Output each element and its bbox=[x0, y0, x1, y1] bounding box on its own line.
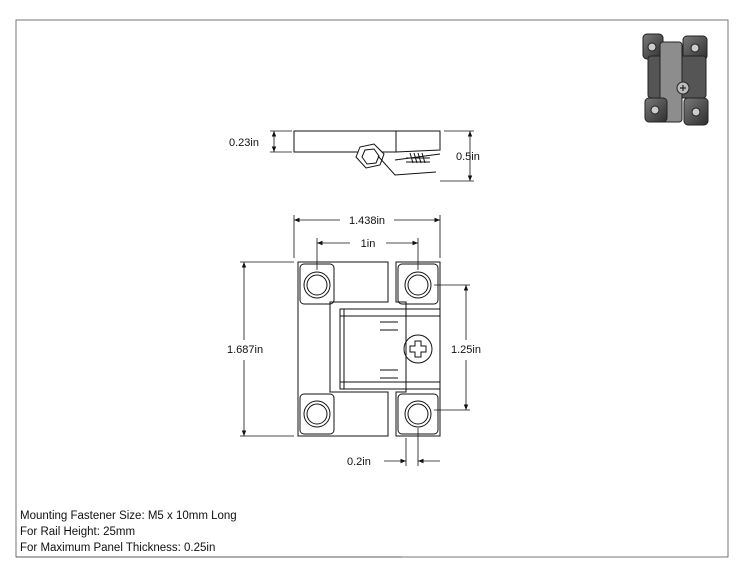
note-panel-thickness: For Maximum Panel Thickness: 0.25in bbox=[20, 542, 216, 554]
side-view bbox=[293, 130, 441, 176]
dim-hole-spacing-y: 1.25in bbox=[451, 344, 481, 356]
dim-overall-height: 1.687in bbox=[227, 344, 263, 356]
dim-thickness: 0.23in bbox=[229, 137, 259, 149]
notes-block: Mounting Fastener Size: M5 x 10mm Long F… bbox=[20, 508, 237, 556]
dim-hole-spacing-x: 1in bbox=[361, 238, 376, 250]
dim-height-side: 0.5in bbox=[456, 151, 480, 163]
dimension-labels: 0.23in 0.5in 1.438in 1in 1.687in 1.25in … bbox=[227, 137, 481, 468]
dim-hole-offset: 0.2in bbox=[347, 456, 371, 468]
dim-overall-width: 1.438in bbox=[349, 215, 385, 227]
front-view bbox=[297, 261, 441, 437]
dimension-lines bbox=[240, 130, 474, 466]
note-rail-height: For Rail Height: 25mm bbox=[20, 526, 136, 538]
isometric-thumbnail bbox=[642, 33, 709, 126]
note-fastener-size: Mounting Fastener Size: M5 x 10mm Long bbox=[20, 510, 237, 522]
sheet-border bbox=[15, 19, 729, 558]
